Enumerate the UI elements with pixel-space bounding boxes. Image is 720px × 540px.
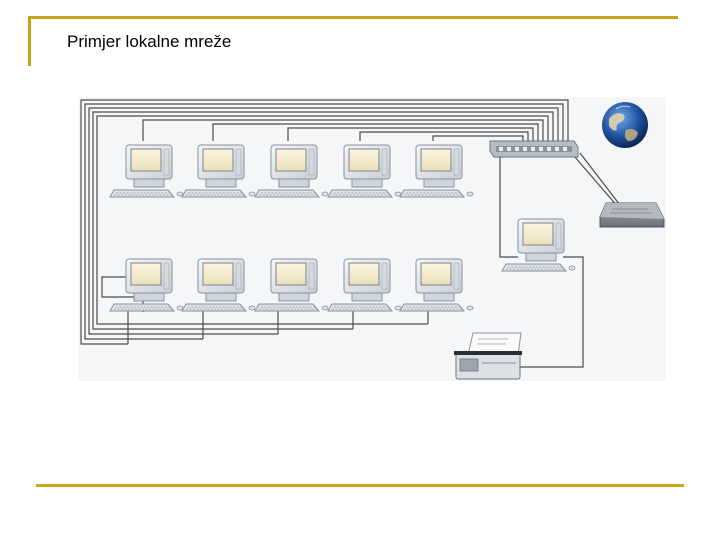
printer-icon [454, 332, 522, 380]
slide-title: Primjer lokalne mreže [67, 32, 232, 51]
left-accent-rule [28, 16, 31, 66]
bottom-rule [36, 484, 684, 487]
globe-icon [602, 102, 648, 148]
uplink-cable [579, 152, 621, 206]
network-diagram-canvas [78, 97, 666, 381]
modem-icon [599, 202, 665, 228]
switch-icon [489, 140, 579, 158]
network-diagram [78, 97, 666, 381]
top-rule [28, 16, 678, 19]
